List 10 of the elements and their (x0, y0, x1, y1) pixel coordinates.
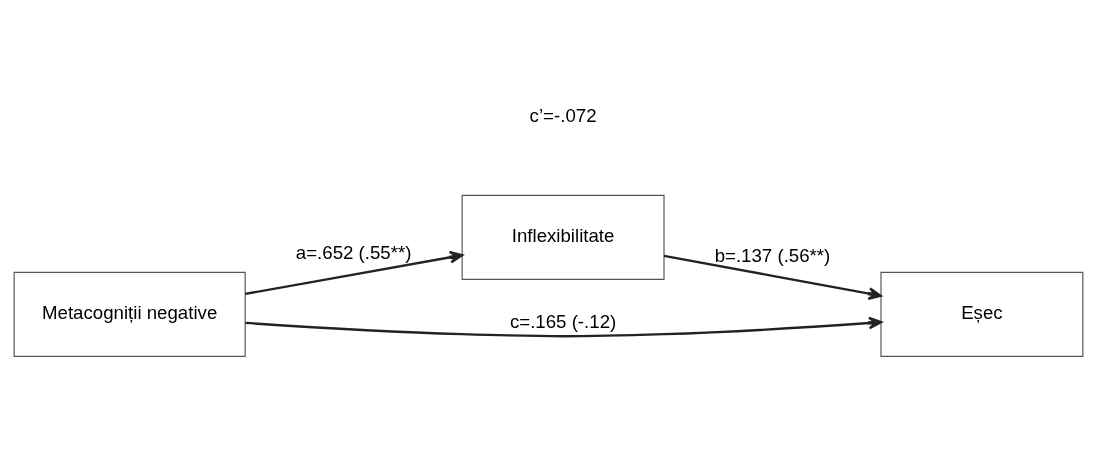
label: c’=-.072 (529, 104, 597, 126)
edge-label: c=.165 (-.12) (509, 311, 617, 333)
node-box: Inflexibilitate (461, 194, 665, 280)
node-box: Eșec (880, 271, 1084, 357)
arrow (245, 316, 883, 338)
node-box: Metacogniții negative (13, 271, 246, 357)
edge-label: b=.137 (.56**) (714, 244, 831, 266)
arrow (245, 250, 464, 296)
edge-label: a=.652 (.55**) (295, 242, 412, 264)
arrow (663, 254, 882, 301)
